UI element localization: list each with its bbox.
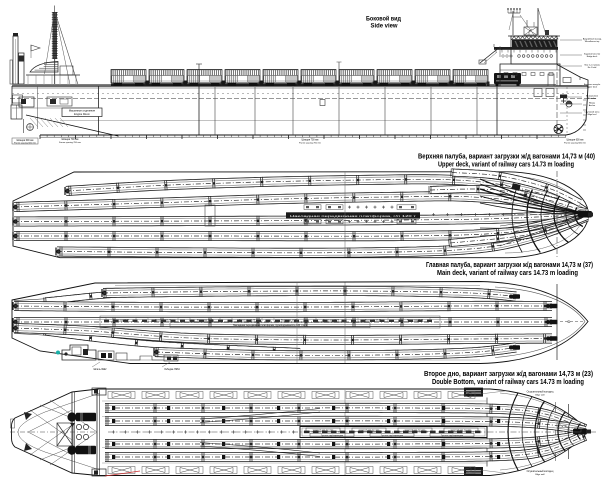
svg-text:Аварийный выход: Аварийный выход: [583, 38, 602, 41]
svg-text:Накладная передвижная платформ: Накладная передвижная платформа, г/п 120…: [290, 214, 417, 218]
svg-text:Wheelhouse top: Wheelhouse top: [585, 40, 600, 43]
svg-text:Сварной шов туннеля: Сварной шов туннеля: [451, 429, 471, 432]
svg-text:Скуловой киль: Скуловой киль: [585, 111, 601, 114]
svg-text:Цепн. ящик: Цепн. ящик: [570, 430, 580, 432]
svg-text:Вагон ж/д 14,73: Вагон ж/д 14,73: [323, 320, 340, 322]
svg-text:Вагон ж/д 14,73: Вагон ж/д 14,73: [113, 320, 130, 322]
svg-text:Bilge keel: Bilge keel: [588, 114, 597, 116]
svg-text:Машинное отделение: Машинное отделение: [69, 109, 96, 113]
svg-text:Frame spacing 600 mm: Frame spacing 600 mm: [14, 142, 36, 145]
svg-text:Double Bottom, variant of rai: Double Bottom, variant of railway cars 1…: [432, 379, 584, 386]
svg-text:Frame spacing 700 mm: Frame spacing 700 mm: [59, 141, 81, 144]
svg-text:Upper deck, variant of railwa: Upper deck, variant of railway cars 14.7…: [438, 161, 574, 168]
svg-text:Сварной шов туннеля: Сварной шов туннеля: [405, 429, 425, 432]
svg-text:Bilge well: Bilge well: [535, 395, 545, 397]
svg-text:Вагон ж/д 14,73: Вагон ж/д 14,73: [407, 320, 424, 322]
svg-text:Верхняя палуба: Верхняя палуба: [584, 84, 601, 86]
svg-text:Верхняя палуба, вариант загруз: Верхняя палуба, вариант загрузки ж/д ваг…: [418, 152, 595, 160]
svg-text:Люк 1-го трюма: Люк 1-го трюма: [584, 65, 600, 67]
svg-text:Лебёдка ЛЭ64: Лебёдка ЛЭ64: [164, 369, 180, 371]
svg-text:Main deck, variant of railway: Main deck, variant of railway cars 14.73…: [437, 270, 578, 277]
svg-text:Туннель трубопроводов: Туннель трубопроводов: [441, 435, 463, 437]
svg-text:Frame spacing 700 mm: Frame spacing 700 mm: [299, 142, 321, 145]
svg-text:Waterline: Waterline: [588, 97, 597, 100]
svg-text:Боковой вид: Боковой вид: [366, 14, 401, 22]
svg-text:Ватерлиния: Ватерлиния: [586, 96, 599, 98]
svg-text:Side view: Side view: [371, 23, 399, 30]
svg-text:Форпик: Форпик: [559, 424, 566, 427]
svg-text:Накладная передвижная платформ: Накладная передвижная платформа, грузопо…: [233, 324, 308, 327]
svg-text:Сварной шов туннеля: Сварной шов туннеля: [313, 429, 333, 432]
svg-text:Шпация 600 мм: Шпация 600 мм: [17, 140, 34, 142]
svg-text:Engine Room: Engine Room: [74, 112, 90, 116]
svg-text:Bilge well: Bilge well: [535, 474, 545, 476]
svg-text:Frame spacing 600 mm: Frame spacing 600 mm: [564, 142, 586, 145]
svg-text:Шпиль ЯШ2: Шпиль ЯШ2: [94, 369, 108, 371]
svg-text:D: D: [568, 319, 571, 324]
svg-text:Туннель трубопроводов: Туннель трубопроводов: [321, 435, 343, 437]
svg-text:Шпация 700 мм: Шпация 700 мм: [62, 139, 79, 141]
svg-text:Upper deck: Upper deck: [587, 87, 597, 89]
svg-text:Anchor: Anchor: [589, 104, 596, 107]
svg-text:Bridge deck: Bridge deck: [587, 56, 598, 58]
svg-text:Якорь: Якорь: [589, 103, 596, 105]
svg-text:Вагон ж/д 14,73: Вагон ж/д 14,73: [197, 320, 214, 322]
svg-text:Шпация 600 мм: Шпация 600 мм: [567, 140, 584, 142]
svg-text:No.1 hold: No.1 hold: [588, 67, 597, 69]
svg-text:Ходовой мостик: Ходовой мостик: [584, 53, 600, 56]
svg-text:Осушительный колодец: Осушительный колодец: [527, 470, 554, 473]
svg-text:Сварной шов туннеля: Сварной шов туннеля: [359, 429, 379, 432]
svg-text:Второе дно, вариант загрузки ж: Второе дно, вариант загрузки ж/д вагонам…: [424, 371, 593, 378]
svg-text:Шпация 700 мм: Шпация 700 мм: [302, 140, 319, 142]
svg-text:Главная палуба, вариант загруз: Главная палуба, вариант загрузки ж/д ваг…: [426, 261, 593, 269]
svg-text:Осушительный колодец: Осушительный колодец: [527, 391, 554, 394]
svg-text:Туннель трубопроводов: Туннель трубопроводов: [381, 435, 403, 437]
